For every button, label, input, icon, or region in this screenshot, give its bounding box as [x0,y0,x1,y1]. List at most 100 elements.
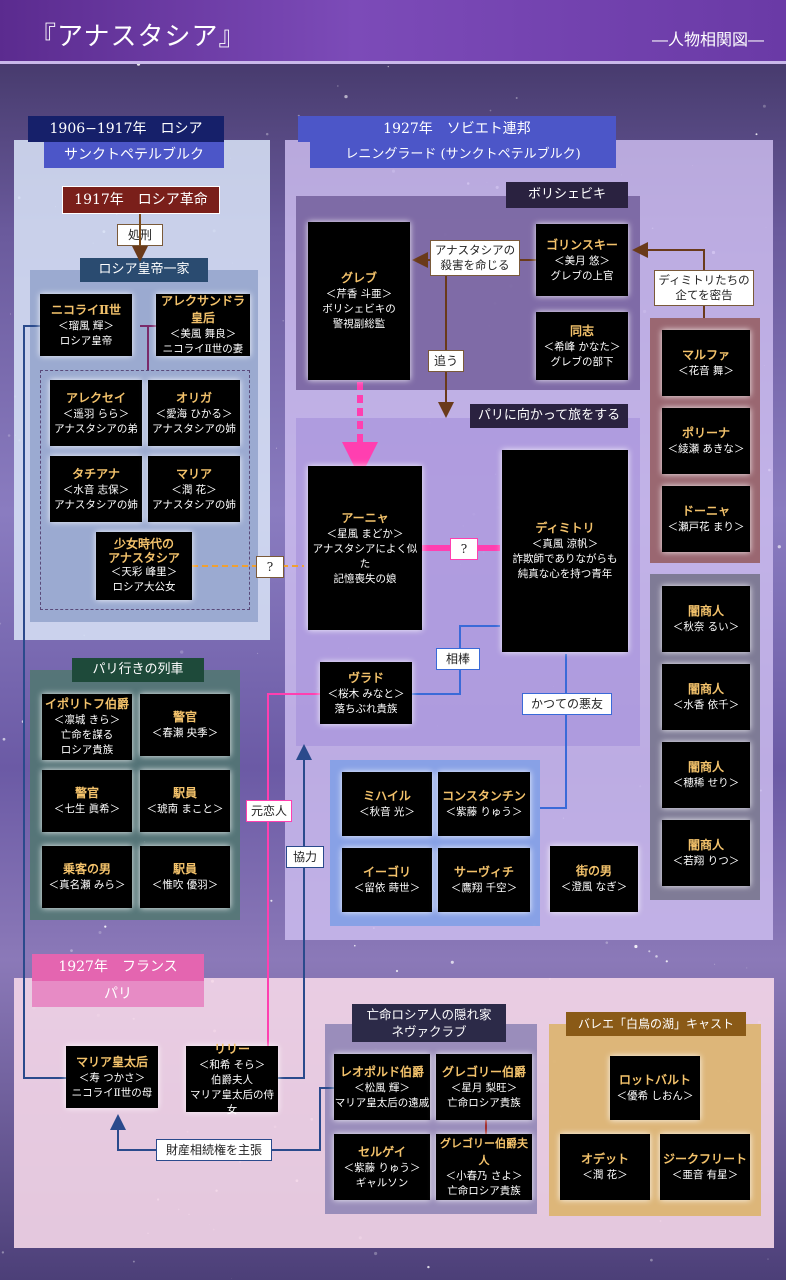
inform-arrow [632,242,705,260]
character-card-dowager[interactable]: マリア皇太后 ＜寿 つかさ＞ ニコライⅡ世の母 [66,1046,158,1108]
partner-label: 相棒 [436,648,480,670]
informer-label-2: 企てを密告 [675,288,733,302]
actor-name: ＜若翔 りつ＞ [672,855,740,867]
character-name: ドーニャ [681,504,730,518]
character-desc: マリア皇太后の遠戚 [334,1096,430,1109]
train-label: パリ行きの列車 [72,658,204,682]
character-card-gregory[interactable]: グレゴリー伯爵 ＜星月 梨旺＞ 亡命ロシア貴族 [436,1054,532,1120]
actor-name: ＜小春乃 さよ＞ [445,1170,523,1182]
character-name: 闇商人 [687,682,724,696]
character-card-lily[interactable]: リリー ＜和希 そら＞ 伯爵夫人 マリア皇太后の侍女 [186,1042,278,1116]
character-name: ロットバルト [618,1073,691,1087]
character-card-passenger[interactable]: 乗客の男 ＜真名瀬 みら＞ [42,846,132,908]
star [354,944,356,947]
character-card-vlad[interactable]: ヴラド ＜桜木 みなと＞ 落ちぶれ貴族 [320,662,412,724]
character-card-ipolitov[interactable]: イポリトフ伯爵 ＜凛城 きら＞ 亡命を謀る ロシア貴族 [42,694,132,760]
character-card-anya[interactable]: アーニャ ＜星風 まどか＞ アナスタシアによく似た 記憶喪失の娘 [308,466,422,630]
star [767,1258,769,1260]
character-name-2: アナスタシア [108,551,180,565]
actor-name: ＜留依 蒔世＞ [353,882,421,894]
character-name: イポリトフ伯爵 [44,697,129,711]
character-card-dmitry[interactable]: ディミトリ ＜真風 涼帆＞ 詐欺師でありながらも 純真な心を持つ青年 [502,450,628,652]
actor-name: ＜水香 依千＞ [672,699,740,711]
actor-name: ＜寿 つかさ＞ [78,1071,146,1084]
character-name: ミハイル [363,789,411,803]
actor-name: ＜瀬戸花 まり＞ [667,521,745,533]
character-card-sergei[interactable]: セルゲイ ＜紫藤 りゅう＞ ギャルソン [334,1134,430,1200]
character-card-dunya[interactable]: ドーニャ ＜瀬戸花 まり＞ [662,486,750,552]
character-card-savich[interactable]: サーヴィチ ＜鷹翔 千空＞ [438,848,530,912]
order-kill-label: アナスタシアの 殺害を命じる [430,240,520,276]
character-name: コンスタンチン [442,789,526,803]
star [777,545,781,549]
character-card-tatiana[interactable]: タチアナ ＜水音 志保＞ アナスタシアの姉 [50,456,142,522]
star [2,737,6,741]
character-card-officer-2[interactable]: 警官 ＜七生 眞希＞ [42,770,132,832]
actor-name: ＜和希 そら＞ [198,1058,266,1071]
star [374,1251,378,1256]
page-subtitle: ―人物相関図― [651,30,764,49]
character-card-olga[interactable]: オリガ ＜愛海 ひかる＞ アナスタシアの姉 [148,380,240,446]
character-card-alexandra[interactable]: アレクサンドラ皇后 ＜美風 舞良＞ ニコライⅡ世の妻 [156,294,250,356]
character-card-merchant-3[interactable]: 闇商人 ＜穂稀 せり＞ [662,742,750,808]
character-card-siegfried[interactable]: ジークフリート ＜亜音 有星＞ [660,1134,750,1200]
ex-lover-label: 元恋人 [246,800,292,822]
actor-name: ＜星風 まどか＞ [326,527,404,540]
character-card-merchant-2[interactable]: 闇商人 ＜水香 依千＞ [662,664,750,730]
character-card-marfa[interactable]: マルファ ＜花音 舞＞ [662,330,750,396]
character-card-maria[interactable]: マリア ＜潤 花＞ アナスタシアの姉 [148,456,240,522]
character-name: 街の男 [575,864,612,878]
character-name: 闇商人 [687,760,724,774]
character-card-townsman[interactable]: 街の男 ＜澄風 なぎ＞ [550,846,638,912]
character-name: 駅員 [172,862,197,876]
character-desc-2: ロシア貴族 [60,744,114,756]
character-card-nicholas[interactable]: ニコライⅡ世 ＜瑠風 輝＞ ロシア皇帝 [40,294,132,356]
character-desc: ギャルソン [355,1176,409,1189]
character-desc: 亡命を謀る [60,729,114,741]
character-desc: 亡命ロシア貴族 [447,1096,521,1109]
character-card-konstantin[interactable]: コンスタンチン ＜紫藤 りゅう＞ [438,772,530,836]
character-card-stationmaster-2[interactable]: 駅員 ＜惟吹 優羽＞ [140,846,230,908]
character-card-gregory-wife[interactable]: グレゴリー伯爵夫人 ＜小春乃 さよ＞ 亡命ロシア貴族 [436,1134,532,1200]
character-card-odette[interactable]: オデット ＜潤 花＞ [560,1134,650,1200]
star [282,320,284,322]
character-desc: アナスタシアの姉 [152,422,236,435]
character-card-rothbart[interactable]: ロットバルト ＜優希 しおん＞ [610,1056,700,1120]
ballet-label: バレエ「白鳥の湖」キャスト [566,1012,746,1036]
character-desc: ボリシェビキの [322,303,396,315]
character-desc: 亡命ロシア貴族 [447,1185,521,1197]
character-card-merchant-1[interactable]: 闇商人 ＜秋奈 るい＞ [662,586,750,652]
actor-name: ＜秋音 光＞ [359,806,415,818]
star [132,1260,135,1263]
actor-name: ＜綾瀬 あきな＞ [667,443,745,455]
france-era-label: 1927年 フランス [32,954,204,981]
family-line [23,325,66,1079]
star [70,949,73,952]
france-city-label: パリ [32,981,204,1007]
informer-label-1: ディミトリたちの [658,273,750,287]
character-desc: アナスタシアの弟 [54,422,138,435]
character-card-comrade[interactable]: 同志 ＜希峰 かなた＞ グレブの部下 [536,312,628,380]
actor-name: ＜優希 しおん＞ [616,1090,694,1102]
character-name: アレクセイ [65,390,126,405]
character-card-igor[interactable]: イーゴリ ＜留依 蒔世＞ [342,848,432,912]
character-card-officer-1[interactable]: 警官 ＜春瀬 央季＞ [140,694,230,756]
character-card-gorlinsky[interactable]: ゴリンスキー ＜美月 悠＞ グレブの上官 [536,224,628,296]
cooperation-label: 協力 [286,846,324,868]
star [665,960,668,963]
character-card-alexei[interactable]: アレクセイ ＜遥羽 らら＞ アナスタシアの弟 [50,380,142,446]
actor-name: ＜真風 涼帆＞ [531,538,599,550]
character-card-mikhail[interactable]: ミハイル ＜秋音 光＞ [342,772,432,836]
actor-name: ＜亜音 有星＞ [671,1169,739,1181]
character-card-paulina[interactable]: ポリーナ ＜綾瀬 あきな＞ [662,408,750,474]
character-card-merchant-4[interactable]: 闇商人 ＜若翔 りつ＞ [662,820,750,886]
actor-name: ＜美月 悠＞ [554,254,610,267]
character-card-young-anastasia[interactable]: 少女時代の アナスタシア ＜天彩 峰里＞ ロシア大公女 [96,532,192,600]
character-card-leopold[interactable]: レオポルド伯爵 ＜松風 輝＞ マリア皇太后の遠戚 [334,1054,430,1120]
character-card-gleb[interactable]: グレブ ＜芹香 斗亜＞ ボリシェビキの 警視副総監 [308,222,410,380]
russia-city-label: サンクトペテルブルク [44,142,224,168]
star [10,313,12,315]
star [1,1251,5,1254]
character-card-stationmaster[interactable]: 駅員 ＜琥南 まこと＞ [140,770,230,832]
character-name: 同志 [569,323,594,338]
